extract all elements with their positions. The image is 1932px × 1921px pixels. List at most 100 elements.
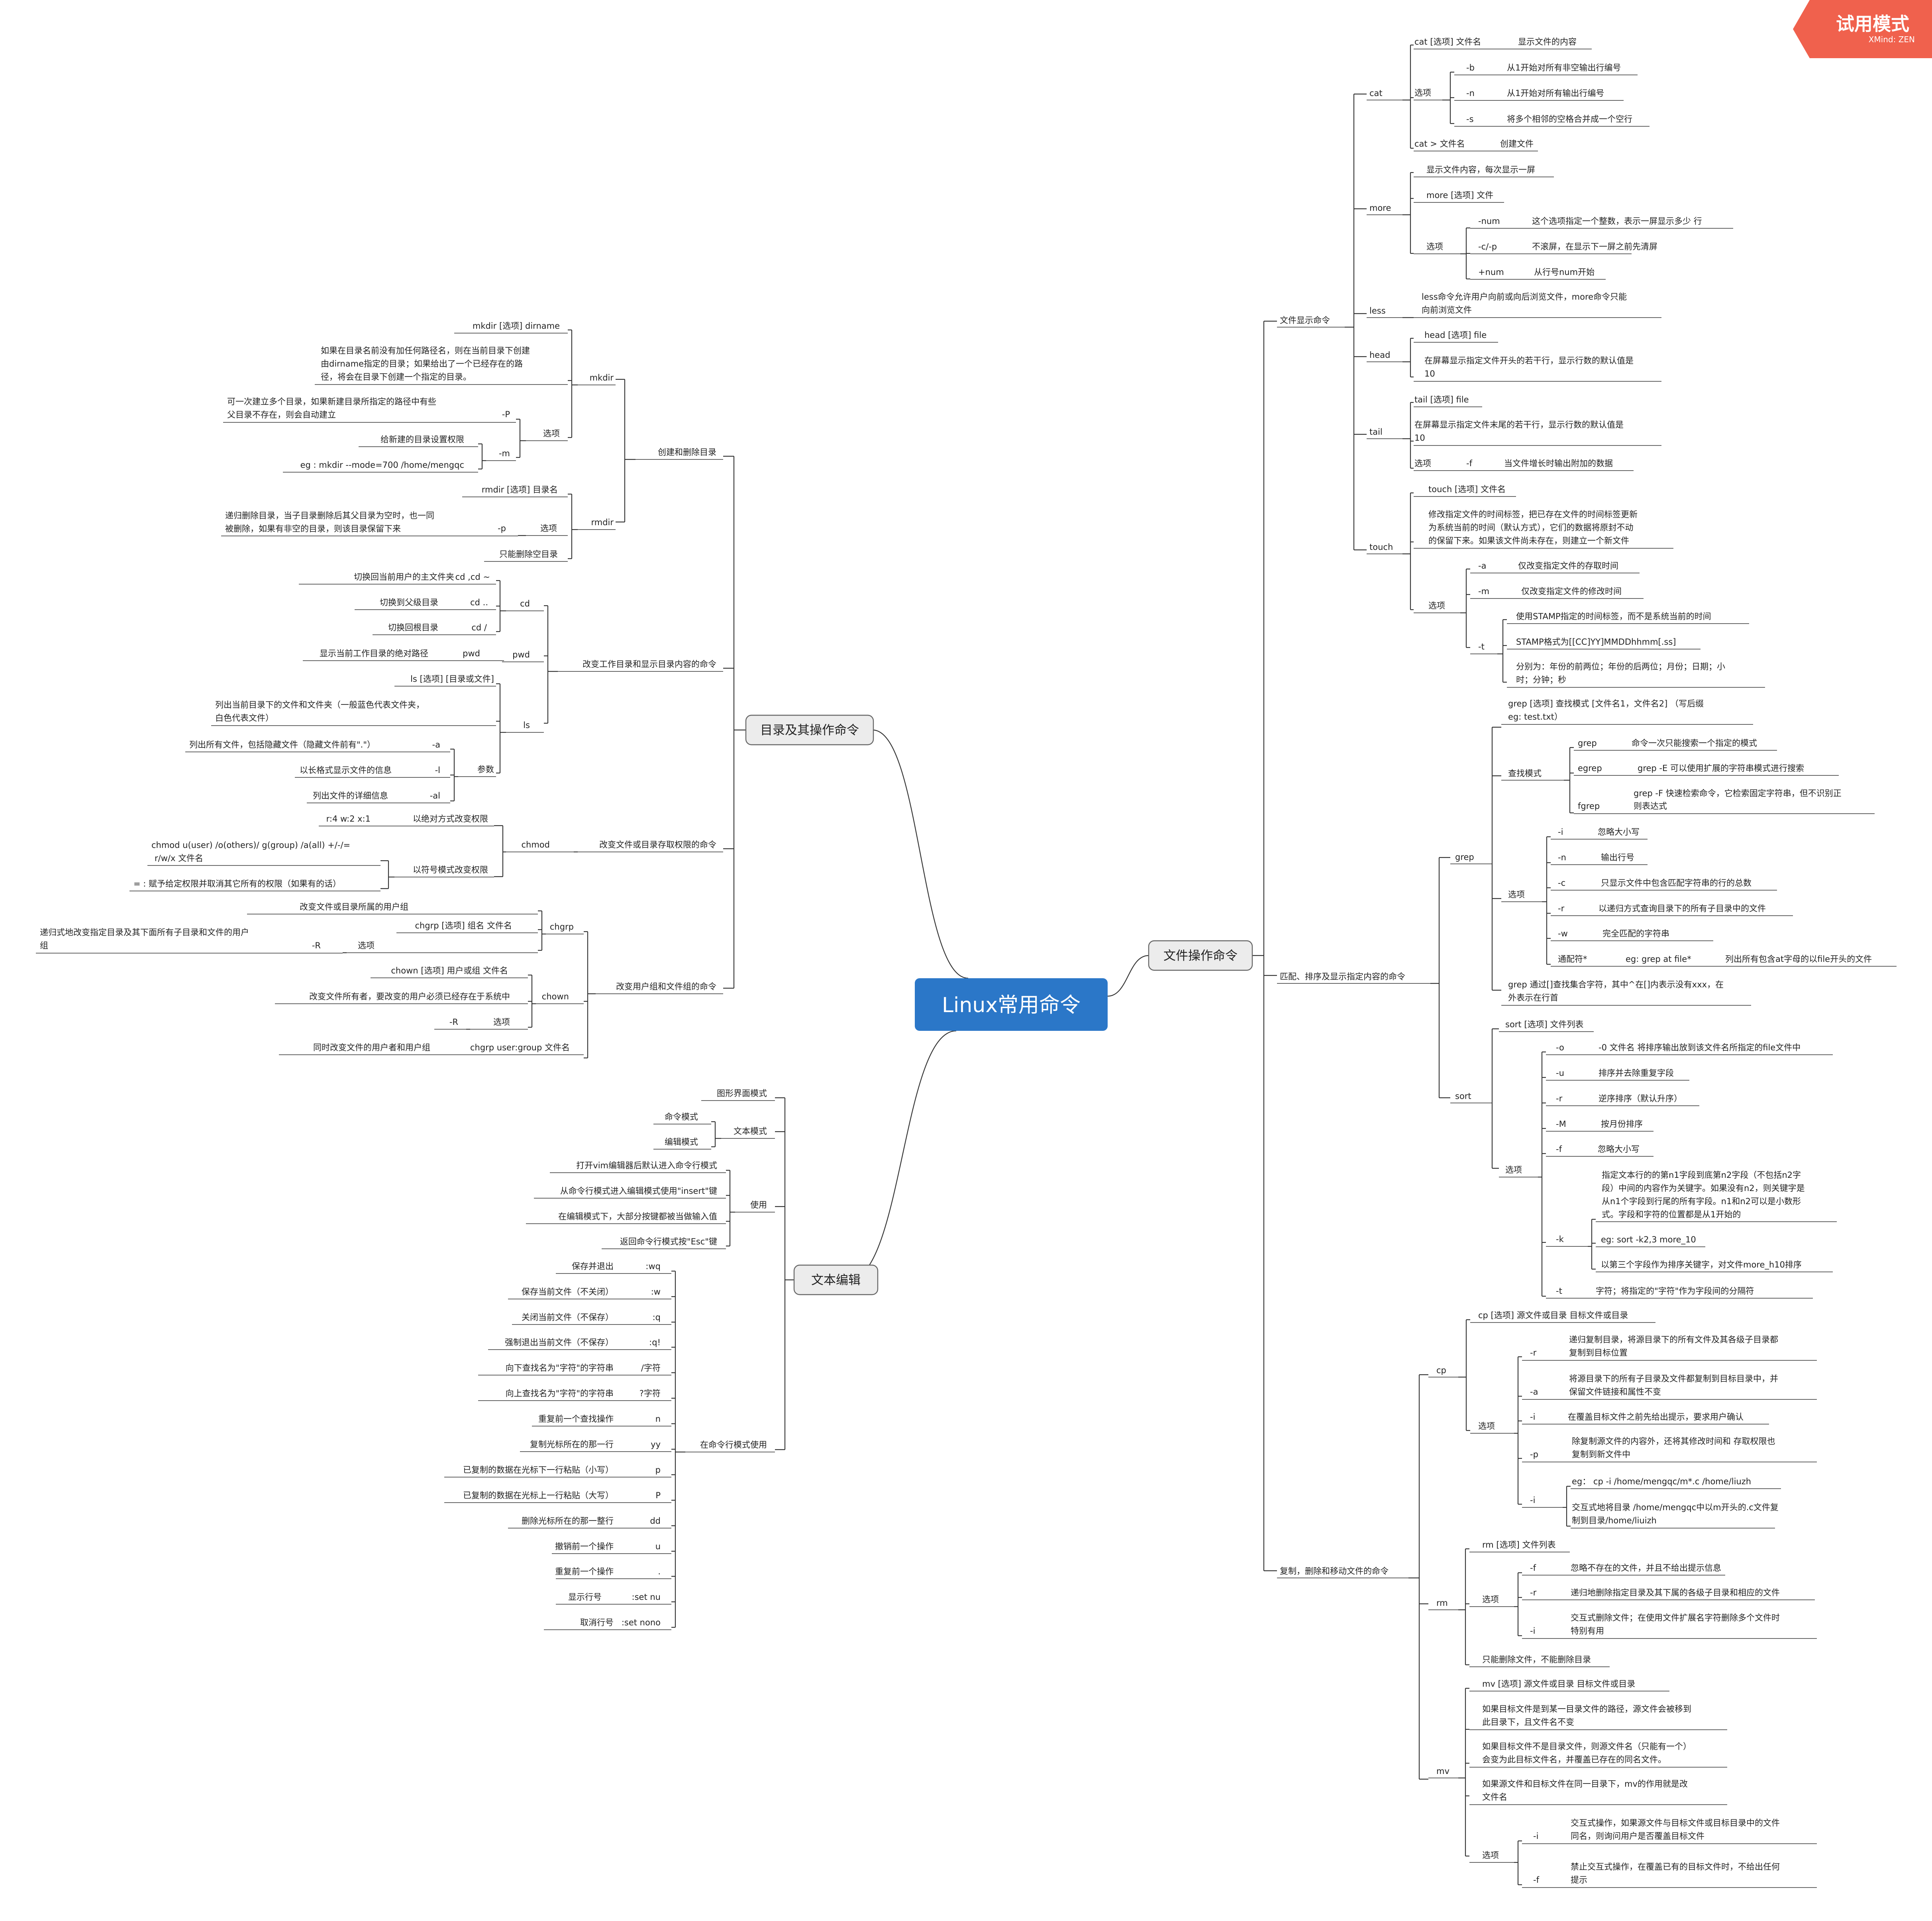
- vim-command-key: :wq: [645, 1262, 661, 1271]
- vim-command-key: .: [658, 1567, 661, 1576]
- node-label: eg: test.txt）: [1508, 712, 1563, 722]
- node-label: 以递归方式查询目录下的所有子目录中的文件: [1599, 904, 1766, 913]
- central-topic-box[interactable]: [915, 978, 1108, 1031]
- node-label: 以第三个字段作为排序关键字，对文件more_h10排序: [1601, 1260, 1802, 1270]
- node-label: 在屏幕显示指定文件末尾的若干行，显示行数的默认值是: [1414, 420, 1624, 430]
- node-label: 按月份排序: [1601, 1119, 1643, 1129]
- node-label: touch: [1369, 542, 1393, 552]
- node-label: chgrp: [550, 922, 574, 932]
- main-topic-text-box[interactable]: [793, 1264, 879, 1295]
- main-connector: [872, 729, 969, 979]
- main-topic-text[interactable]: 文本编辑: [793, 1264, 879, 1295]
- main-topic-file-box[interactable]: [1148, 940, 1253, 971]
- node-label: chown: [542, 992, 569, 1001]
- trial-mode-badge[interactable]: 试用模式 XMind: ZEN: [1793, 0, 1932, 58]
- group-copy-move: 复制，删除和移动文件的命令: [1280, 1566, 1389, 1576]
- node-label: 递归删除目录，当子目录删除后其父目录为空时，也一同: [225, 511, 434, 520]
- node-label: -l: [435, 765, 440, 775]
- node-label: 字符；将指定的"字符"作为字段间的分隔符: [1596, 1286, 1754, 1296]
- main-topic-file[interactable]: 文件操作命令: [1148, 940, 1253, 971]
- node-label: 只能删除空目录: [499, 549, 558, 559]
- vim-command-key: :set nu: [632, 1592, 661, 1602]
- node-label: r:4 w:2 x:1: [326, 814, 371, 824]
- node-label: 完全匹配的字符串: [1602, 929, 1669, 938]
- node-label: -r: [1530, 1588, 1537, 1597]
- node-label: 选项: [1414, 88, 1431, 98]
- vim-command-key: :set nono: [622, 1618, 661, 1627]
- node-label: +num: [1478, 267, 1504, 277]
- node-label: 选项: [1482, 1595, 1499, 1604]
- node-label: 外表示在行首: [1508, 993, 1558, 1003]
- node-label: 忽略不存在的文件，并且不给出提示信息: [1571, 1563, 1721, 1573]
- node-label: rmdir: [591, 518, 614, 527]
- vim-command-desc: 已复制的数据在光标下一行粘贴（小写）: [463, 1465, 614, 1475]
- node-label: grep: [1578, 738, 1597, 748]
- group-match-sort: 匹配、排序及显示指定内容的命令: [1280, 972, 1405, 981]
- node-label: -m: [1478, 587, 1489, 596]
- node-label: 从行号num开始: [1534, 267, 1595, 277]
- node-label: 递归复制目录，将源目录下的所有文件及其各级子目录都: [1569, 1335, 1778, 1344]
- central-topic-label: Linux常用命令: [942, 993, 1081, 1017]
- node-label: pwd: [463, 649, 480, 658]
- node-label: 会变为此目标文件名，并覆盖已存在的同名文件。: [1482, 1755, 1666, 1764]
- node-label: 组: [40, 941, 48, 950]
- node-label: less: [1369, 306, 1386, 316]
- node-label: 选项: [1426, 242, 1443, 251]
- node-label: cd ..: [470, 598, 488, 607]
- main-topic-dir[interactable]: 目录及其操作命令: [745, 714, 874, 746]
- node-label: 只显示文件中包含匹配字符串的行的总数: [1601, 878, 1752, 888]
- node-label: 如果目标文件是到某一目录文件的路径，源文件会被移到: [1482, 1704, 1691, 1714]
- node-label: eg： cp -i /home/mengqc/m*.c /home/liuzh: [1572, 1477, 1751, 1486]
- node-label: 将源目录下的所有子目录及文件都复制到目标目录中，并: [1569, 1374, 1778, 1383]
- node-label: 指定文本行的的第n1字段到底第n2字段（不包括n2字: [1602, 1170, 1801, 1180]
- badge-subtitle: XMind: ZEN: [1869, 35, 1915, 44]
- node-label: -n: [1558, 853, 1566, 862]
- node-label: grep -F 快速检索命令，它检索固定字符串，但不识别正: [1634, 789, 1842, 798]
- vim-command-key: dd: [650, 1516, 661, 1526]
- node-label: 将多个相邻的空格合并成一个空行: [1507, 114, 1632, 124]
- node-label: cd /: [471, 623, 487, 632]
- vim-command-desc: 保存当前文件（不关闭）: [522, 1287, 614, 1297]
- node-label: 此目录下，且文件名不变: [1482, 1717, 1574, 1727]
- topic-underlines: [36, 49, 1897, 1888]
- node-label: 白色代表文件）: [215, 713, 274, 723]
- node-label: cd: [520, 599, 530, 608]
- node-label: 选项: [543, 429, 560, 438]
- main-topic-dir-box[interactable]: [745, 714, 874, 746]
- node-label: chmod u(user) /o(others)/ g(group) /a(al…: [151, 840, 350, 850]
- central-topic[interactable]: Linux常用命令: [915, 978, 1108, 1031]
- node-label: fgrep: [1578, 801, 1600, 811]
- vim-command-key: p: [655, 1465, 661, 1475]
- vim-command-desc: 向上查找名为"字符"的字符串: [506, 1389, 614, 1398]
- badge-shape[interactable]: [1793, 0, 1932, 58]
- node-label: 命令一次只能搜索一个指定的模式: [1632, 738, 1757, 748]
- node-label: 切换回当前用户的主文件夹: [354, 572, 454, 582]
- node-label: egrep: [1578, 763, 1602, 773]
- node-label: 如果在目录名前没有加任何路径名，则在当前目录下创建: [321, 346, 530, 355]
- node-label: 可一次建立多个目录，如果新建目录所指定的路径中有些: [227, 397, 436, 406]
- node-label: 以长格式显示文件的信息: [300, 765, 392, 775]
- node-label: 选项: [1478, 1421, 1495, 1431]
- node-label: 通配符*: [1558, 954, 1587, 964]
- node-label: 提示: [1571, 1875, 1587, 1885]
- vim-command-desc: 向下查找名为"字符"的字符串: [506, 1363, 614, 1373]
- node-label: 命令模式: [665, 1112, 698, 1122]
- node-label: -u: [1556, 1068, 1564, 1078]
- group-create-delete-dir: 创建和删除目录: [658, 447, 716, 457]
- node-label: -r: [1530, 1348, 1537, 1358]
- node-label: -a: [432, 740, 440, 750]
- node-label: -r: [1556, 1094, 1563, 1103]
- vim-command-key: n: [655, 1414, 661, 1424]
- node-label: 径，将会在目录下创建一个指定的目录。: [321, 372, 471, 382]
- vim-command-desc: 撤销前一个操作: [555, 1542, 614, 1551]
- vim-command-desc: 已复制的数据在光标上一行粘贴（大写）: [463, 1491, 614, 1500]
- node-label: -P: [502, 410, 510, 419]
- node-label: -b: [1466, 63, 1475, 73]
- node-label: -f: [1466, 459, 1473, 468]
- node-label: head [选项] file: [1424, 330, 1487, 340]
- node-label: 分别为：年份的前两位；年份的后两位；月份；日期；小: [1516, 662, 1725, 671]
- node-label: 制到目录/home/liuizh: [1572, 1516, 1657, 1525]
- node-label: 忽略大小写: [1598, 827, 1640, 837]
